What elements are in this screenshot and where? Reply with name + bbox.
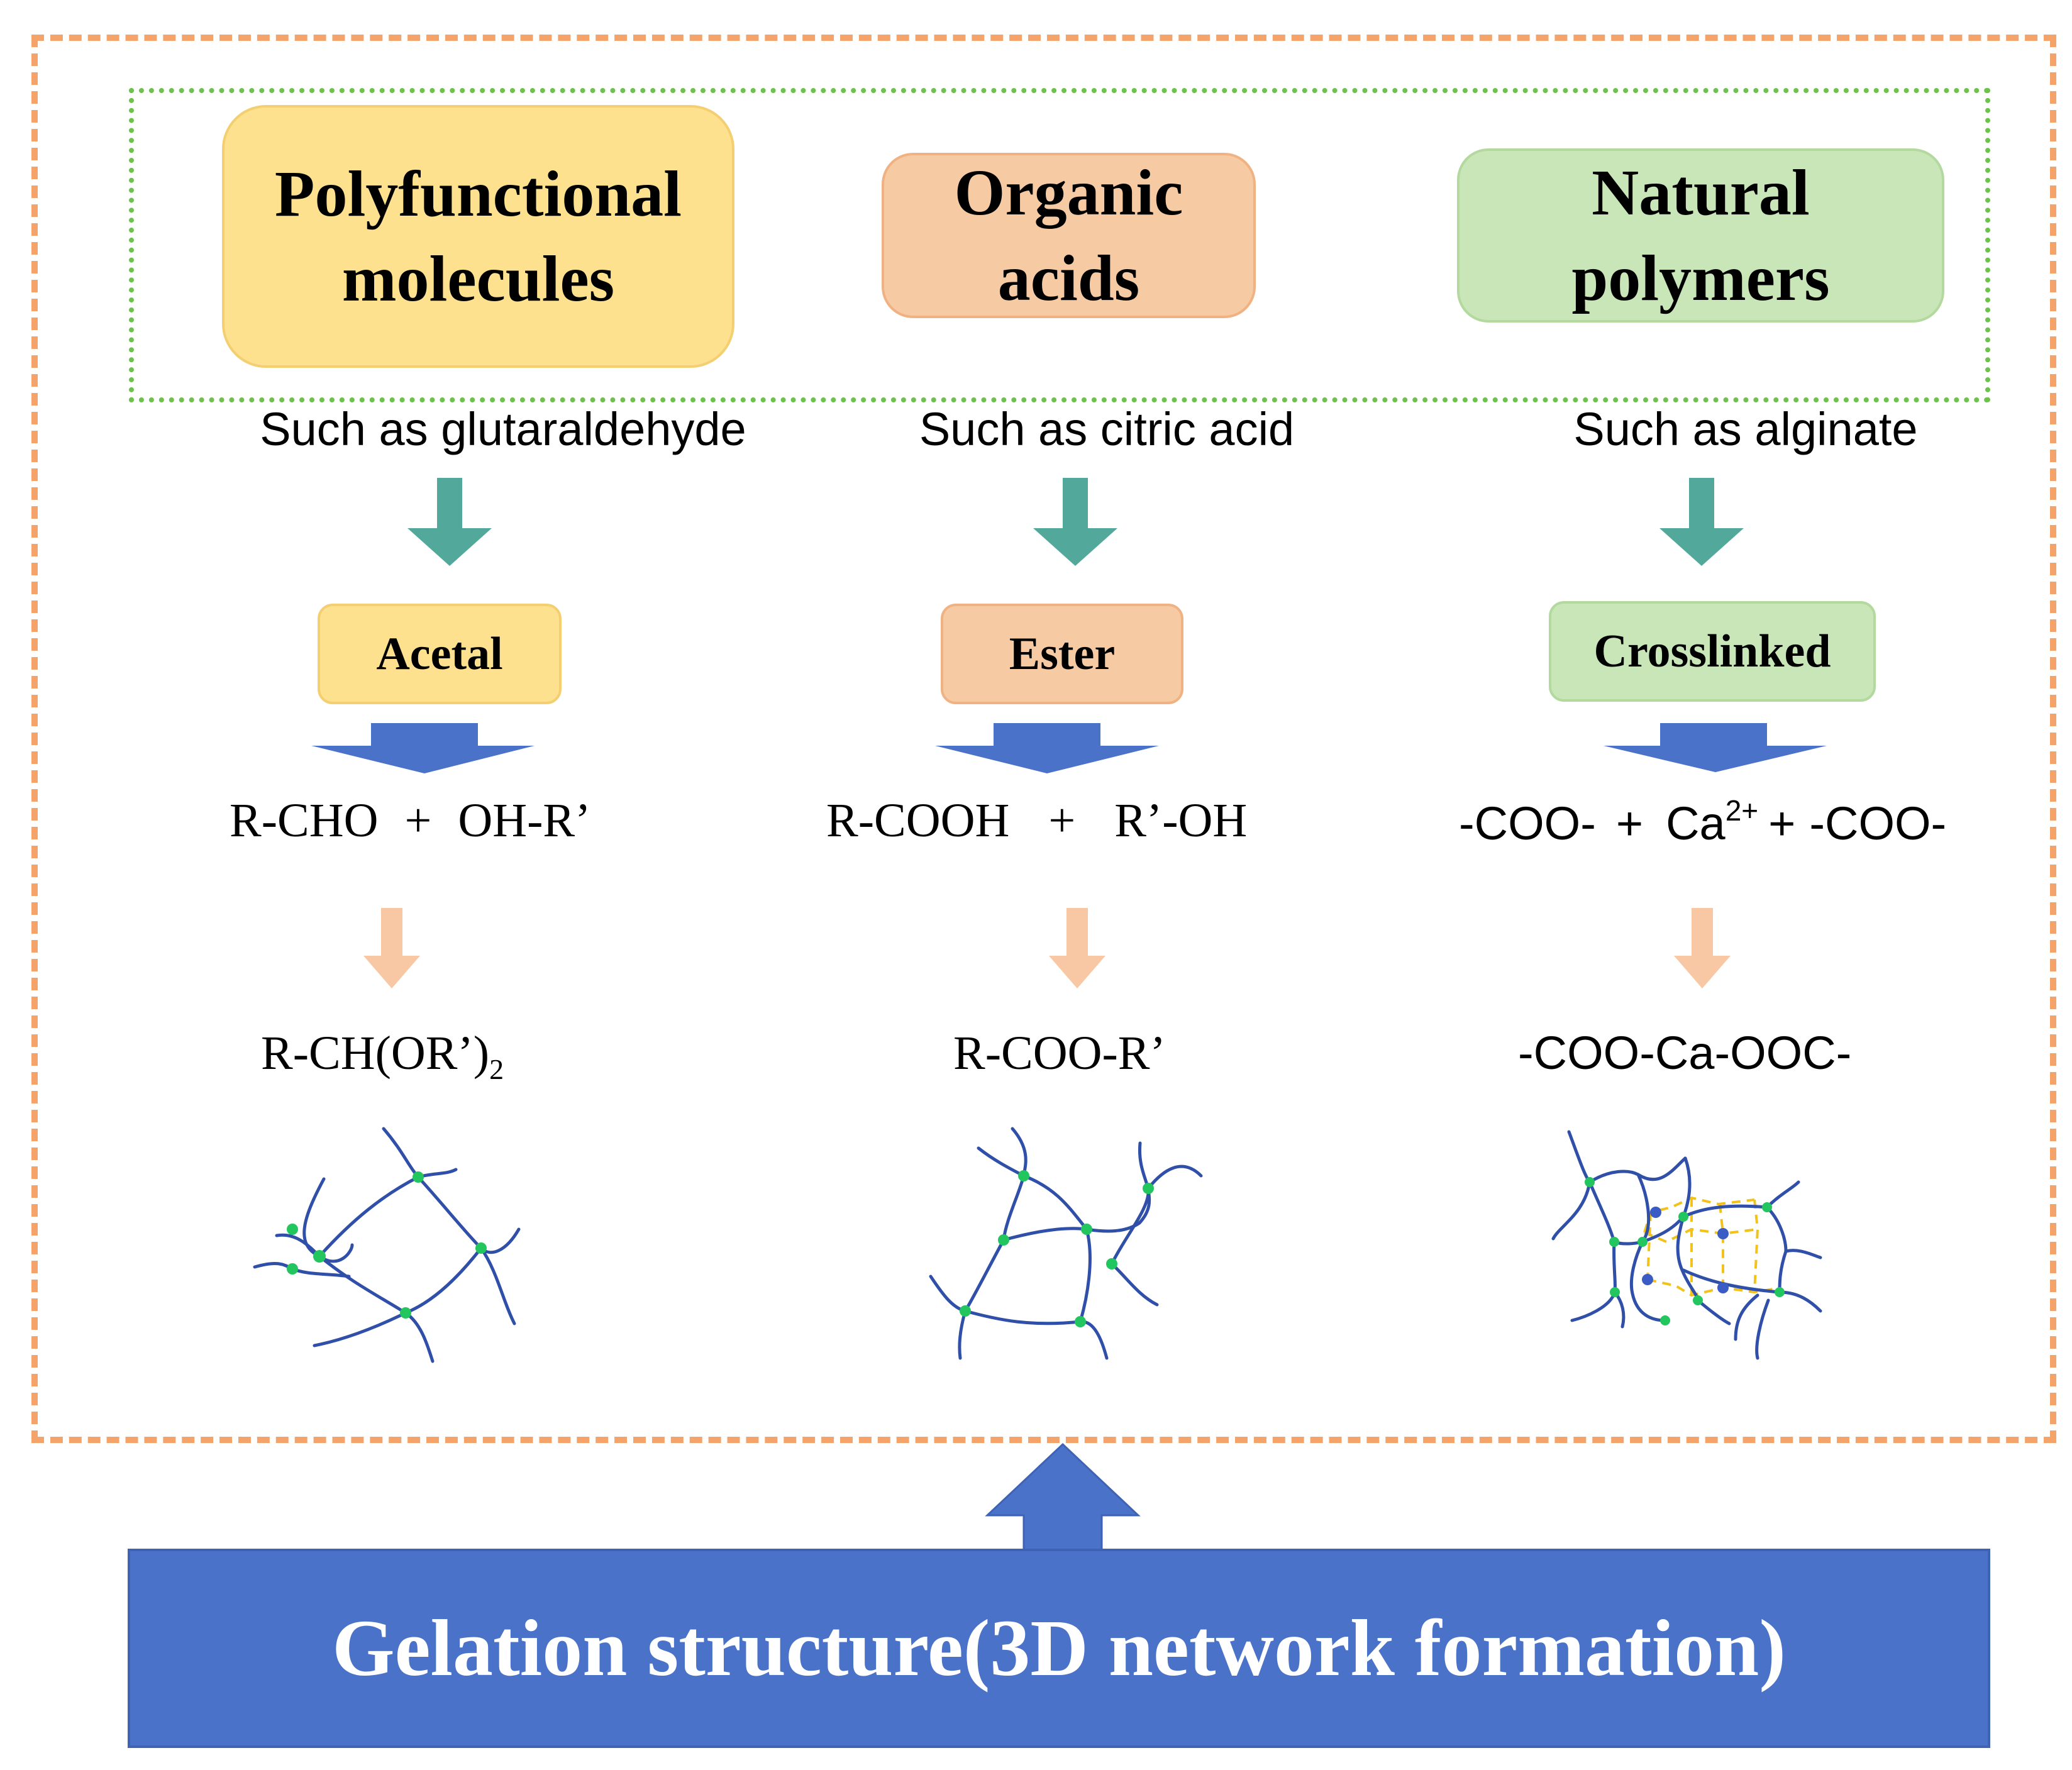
product-acetal-formula: R-CH(OR’) (261, 1027, 490, 1080)
network-crosslinked (1551, 1130, 1822, 1360)
reaction-crosslinked-reactants: -COO-+Ca2++-COO- (1459, 794, 1946, 850)
plus-sign: + (1615, 797, 1644, 849)
product-ester: R-COO-R’ (953, 1027, 1166, 1080)
blue-arrow-down-2 (935, 723, 1159, 773)
network-crosslinked-nodes-green (1585, 1177, 1785, 1325)
outer-dashed-frame (31, 35, 2056, 1443)
teal-arrow-down-2 (1033, 478, 1117, 566)
blue-arrow-up (985, 1442, 1141, 1554)
carboxylate-right: -COO- (1809, 797, 1947, 849)
plus-sign: + (1048, 794, 1076, 847)
reactant-r-cooh: R-COOH (826, 794, 1010, 847)
reaction-ester-reactants: R-COOH + R’-OH (826, 794, 1247, 848)
example-glutaraldehyde: Such as glutaraldehyde (260, 403, 746, 455)
bond-type-ester: Ester (941, 604, 1183, 704)
teal-arrow-down-3 (1659, 478, 1744, 566)
gelation-structure-banner: Gelation structure(3D network formation) (128, 1549, 1990, 1748)
reaction-acetal-reactants: R-CHO + OH-R’ (230, 794, 590, 848)
example-citric-acid: Such as citric acid (919, 403, 1295, 455)
calcium-ion: Ca (1666, 797, 1726, 849)
category-natural-polymers: Natural polymers (1457, 148, 1944, 323)
bond-type-acetal: Acetal (318, 604, 562, 704)
network-crosslinked-nodes-blue (1642, 1207, 1729, 1293)
plus-sign: + (404, 794, 432, 847)
example-alginate: Such as alginate (1573, 403, 1918, 455)
peach-arrow-down-1 (363, 908, 420, 988)
teal-arrow-down-1 (407, 478, 492, 566)
categories-dotted-frame (129, 88, 1990, 402)
bond-type-crosslinked: Crosslinked (1549, 601, 1876, 702)
peach-arrow-down-2 (1049, 908, 1105, 988)
carboxylate-left: -COO- (1459, 797, 1596, 849)
product-crosslinked: -COO-Ca-OOC- (1518, 1027, 1852, 1079)
category-organic-acids: Organic acids (882, 153, 1256, 318)
blue-arrow-down-1 (311, 723, 535, 773)
category-polyfunctional-molecules: Polyfunctional molecules (222, 105, 734, 368)
product-acetal-subscript: 2 (489, 1053, 504, 1085)
reactant-r-oh: R’-OH (1114, 794, 1248, 847)
product-acetal: R-CH(OR’)2 (261, 1026, 504, 1086)
calcium-charge: 2+ (1725, 794, 1759, 827)
network-ester-nodes (960, 1170, 1154, 1327)
plus-sign: + (1768, 797, 1796, 849)
peach-arrow-down-3 (1674, 908, 1731, 988)
reactant-r-cho: R-CHO (230, 794, 379, 847)
blue-arrow-down-3 (1604, 723, 1827, 772)
network-ester (929, 1127, 1203, 1360)
network-acetal-nodes (287, 1171, 487, 1319)
reactant-oh-r: OH-R’ (458, 794, 591, 847)
